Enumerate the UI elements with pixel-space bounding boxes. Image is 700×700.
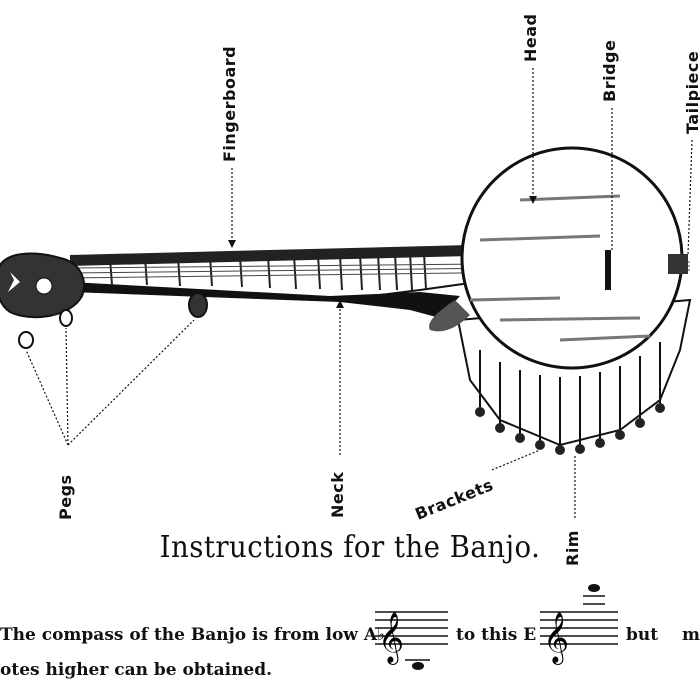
leader-lines [25,68,693,518]
body-text-line-1c: but [626,625,659,645]
staff-high-e: 𝄞 [540,584,618,665]
label-brackets: Brackets [412,475,496,524]
label-tailpiece: Tailpiece [683,51,700,134]
treble-clef-icon: 𝄞 [543,612,569,665]
label-pegs: Pegs [56,474,75,520]
body-text-line-2: otes higher can be obtained. [0,660,273,680]
label-rim: Rim [563,530,582,566]
banjo-neck [59,245,691,318]
banjo-pot [429,146,692,455]
label-head: Head [521,14,540,63]
body-text-line-1a: The compass of the Banjo is from low A♭ [0,625,386,645]
staff-low-a-flat: 𝄞 [375,611,448,670]
body-text-line-1b: to this E [456,625,537,645]
label-bridge: Bridge [600,40,619,102]
label-fingerboard: Fingerboard [220,46,239,162]
body-text-line-1d: m [682,625,700,645]
label-neck: Neck [328,472,347,518]
banjo-peghead [0,252,208,349]
page-title: Instructions for the Banjo. [159,530,541,565]
treble-clef-icon: 𝄞 [378,612,404,665]
